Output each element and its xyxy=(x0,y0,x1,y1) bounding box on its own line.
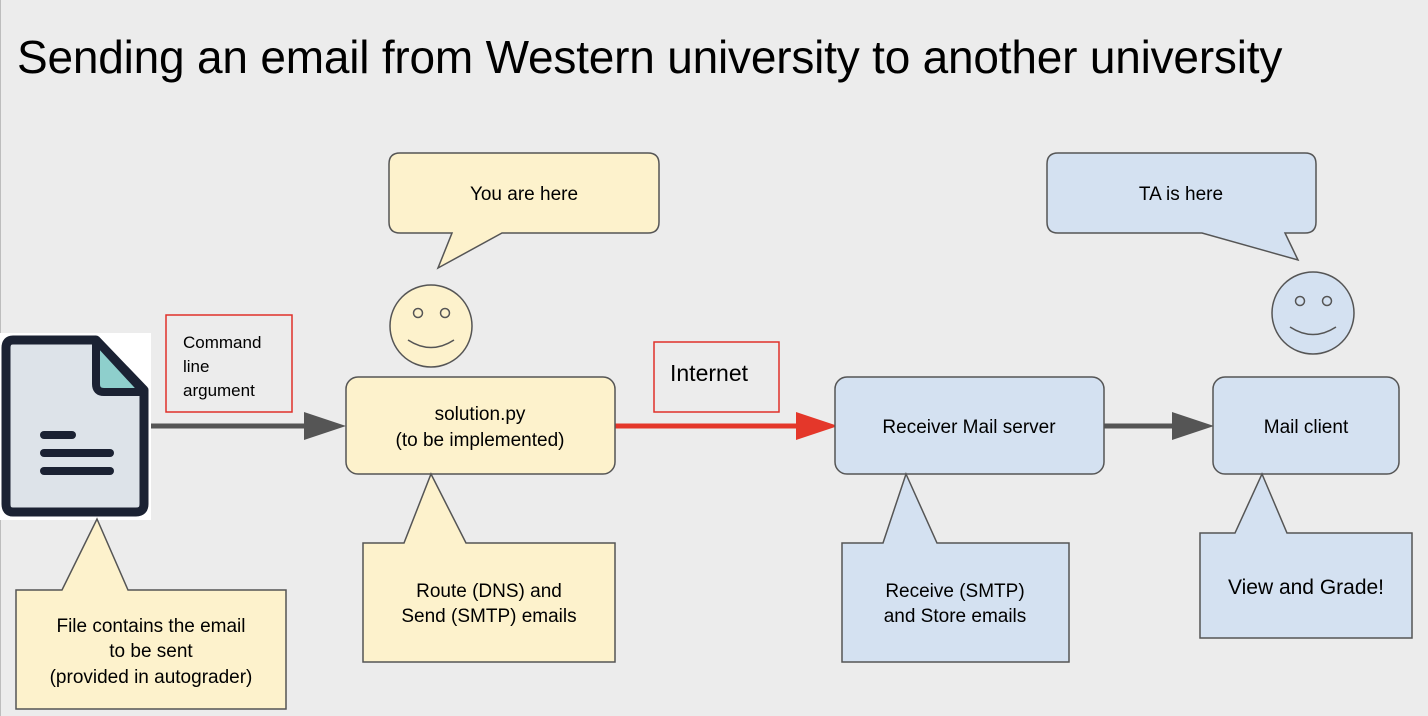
receiver-mail-server-node: Receiver Mail server xyxy=(834,376,1105,475)
mail-client-node: Mail client xyxy=(1212,376,1400,475)
command-line-text-1: Command xyxy=(183,333,261,352)
arrow-receiver-to-client xyxy=(1104,412,1214,440)
document-icon xyxy=(0,333,151,520)
receive-store-callout: Receive (SMTP) and Store emails xyxy=(841,471,1070,663)
file-callout-text-3: (provided in autograder) xyxy=(50,667,253,688)
student-smiley-face-icon xyxy=(389,284,473,368)
internet-label: Internet xyxy=(653,341,780,413)
ta-is-here-text: TA is here xyxy=(1139,184,1223,205)
file-callout: File contains the email to be sent (prov… xyxy=(15,517,287,710)
command-line-text-3: argument xyxy=(183,381,255,400)
arrow-file-to-solution xyxy=(151,412,346,440)
speech-bubble-you-are-here: You are here xyxy=(388,152,660,270)
solution-text-1: solution.py xyxy=(435,404,526,425)
receive-callout-text-2: and Store emails xyxy=(884,606,1027,627)
view-grade-text: View and Grade! xyxy=(1228,576,1384,599)
ta-smiley-face-icon xyxy=(1271,271,1355,355)
file-callout-text-2: to be sent xyxy=(109,641,193,662)
command-line-text-2: line xyxy=(183,357,209,376)
command-line-label: Command line argument xyxy=(165,314,293,413)
arrow-solution-to-receiver xyxy=(615,412,838,440)
speech-bubble-ta-is-here: TA is here xyxy=(1046,152,1317,262)
file-callout-text-1: File contains the email xyxy=(56,616,245,637)
route-send-callout: Route (DNS) and Send (SMTP) emails xyxy=(362,472,616,663)
receive-callout-text-1: Receive (SMTP) xyxy=(885,581,1024,602)
route-callout-text-1: Route (DNS) and xyxy=(416,581,562,602)
route-callout-text-2: Send (SMTP) emails xyxy=(401,606,576,627)
view-grade-callout: View and Grade! xyxy=(1199,472,1413,639)
page-title: Sending an email from Western university… xyxy=(17,31,1283,83)
mail-client-text: Mail client xyxy=(1264,417,1349,438)
solution-text-2: (to be implemented) xyxy=(396,430,565,451)
you-are-here-text: You are here xyxy=(470,184,578,205)
solution-node: solution.py (to be implemented) xyxy=(345,376,616,475)
receiver-text: Receiver Mail server xyxy=(882,417,1056,438)
internet-text: Internet xyxy=(670,360,749,386)
